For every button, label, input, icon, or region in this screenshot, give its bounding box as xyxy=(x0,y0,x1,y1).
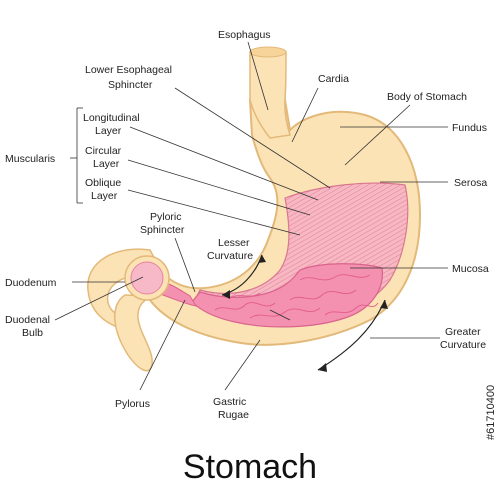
lesser-curvature-arrowhead-b xyxy=(222,290,230,299)
label-les-2: Sphincter xyxy=(108,79,153,91)
label-mucosa: Mucosa xyxy=(452,263,489,275)
esophagus-opening xyxy=(249,46,287,58)
duodenum-lower-shape xyxy=(114,294,156,372)
leader-pylorus xyxy=(139,299,186,391)
label-fundus: Fundus xyxy=(452,122,487,134)
leader-body xyxy=(344,104,411,166)
esophagus-shape xyxy=(249,51,291,139)
gastric-rugae-folds xyxy=(214,274,379,319)
leader-cardia xyxy=(291,87,319,143)
label-circular-1: Circular xyxy=(85,145,122,157)
label-greater-1: Greater xyxy=(445,326,481,338)
leader-rugae-2 xyxy=(269,309,291,321)
label-longitudinal-1: Longitudinal xyxy=(83,112,140,124)
label-pyloric-2: Sphincter xyxy=(140,224,185,236)
greater-curvature-arrow xyxy=(317,299,386,371)
label-oblique-1: Oblique xyxy=(85,177,121,189)
label-cardia: Cardia xyxy=(318,73,349,85)
leader-oblique xyxy=(127,189,301,236)
watermark-id: #61710400 xyxy=(485,385,497,440)
label-lesser-1: Lesser xyxy=(218,237,250,249)
label-esophagus: Esophagus xyxy=(218,29,271,41)
greater-curvature-arrowhead-b xyxy=(318,363,327,372)
labels: Esophagus Lower Esophageal Sphincter Car… xyxy=(5,29,489,421)
pylorus-channel xyxy=(159,281,197,307)
label-body-of-stomach: Body of Stomach xyxy=(387,91,467,103)
label-circular-2: Layer xyxy=(93,158,120,170)
label-pyloric-1: Pyloric xyxy=(150,211,182,223)
duodenal-bulb-inner xyxy=(130,261,164,295)
label-gastric-2: Rugae xyxy=(218,409,249,421)
label-duodenum: Duodenum xyxy=(5,277,57,289)
leader-circular xyxy=(127,159,311,216)
label-muscularis: Muscularis xyxy=(5,153,55,165)
label-duodenal-bulb-1: Duodenal xyxy=(5,314,50,326)
leader-pyloric xyxy=(174,237,196,293)
leader-gastric-rugae xyxy=(224,339,261,391)
label-duodenal-bulb-2: Bulb xyxy=(22,327,43,339)
label-les-1: Lower Esophageal xyxy=(85,64,172,76)
label-longitudinal-2: Layer xyxy=(95,125,122,137)
label-lesser-2: Curvature xyxy=(207,250,253,262)
lesser-curvature-arrowhead-a xyxy=(258,255,266,263)
leader-longitudinal xyxy=(129,126,319,201)
greater-curvature-arrowhead-a xyxy=(380,300,388,309)
label-serosa: Serosa xyxy=(454,177,487,189)
diagram-title: Stomach xyxy=(183,448,317,486)
label-pylorus: Pylorus xyxy=(115,398,150,410)
label-oblique-2: Layer xyxy=(91,190,118,202)
leader-esophagus xyxy=(247,41,269,111)
label-gastric-1: Gastric xyxy=(213,396,246,408)
leader-les xyxy=(174,87,331,189)
label-greater-2: Curvature xyxy=(440,339,486,351)
leader-duodenal-bulb xyxy=(54,276,144,321)
leader-lines xyxy=(54,41,448,391)
